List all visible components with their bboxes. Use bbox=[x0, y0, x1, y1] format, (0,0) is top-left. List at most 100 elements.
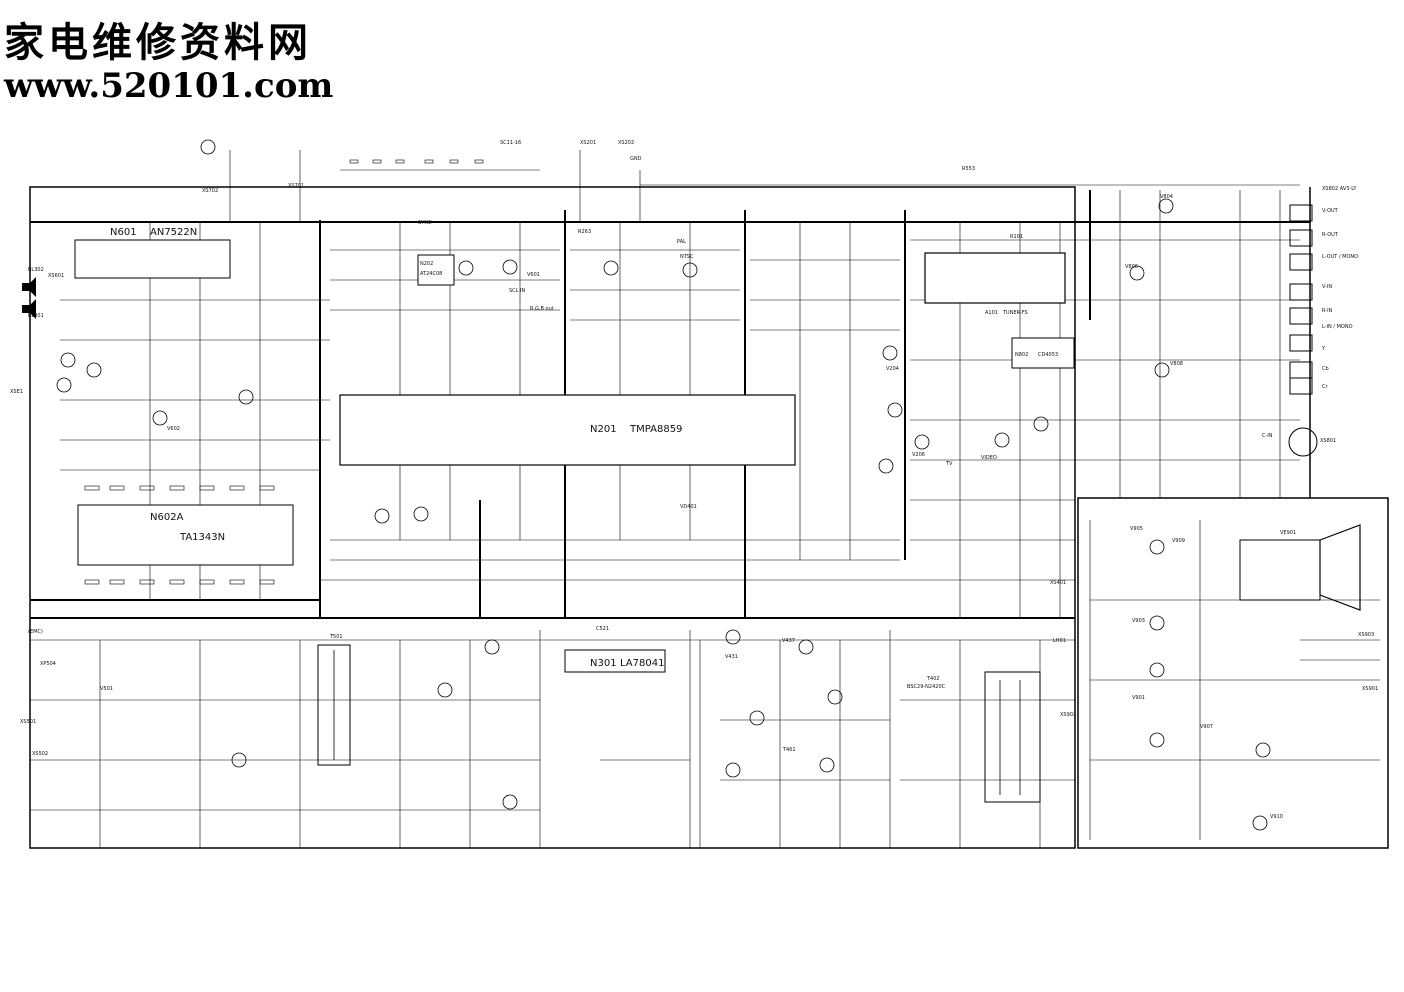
xs903-label: XS903 bbox=[1358, 632, 1374, 638]
xs201-label: XS201 bbox=[580, 140, 596, 146]
r263-label: R263 bbox=[578, 229, 591, 235]
scl-in-label: SCL IN bbox=[509, 288, 526, 294]
sync-label: SYNC bbox=[418, 220, 432, 226]
v909-label: V909 bbox=[1172, 538, 1185, 544]
ic-a101-part: TUNER-FS bbox=[1002, 310, 1028, 316]
component-labels: T461 T402 BSC29-N2420C T501 LH01 R101 SY… bbox=[10, 140, 1283, 820]
v501-label: V501 bbox=[100, 686, 113, 692]
v602-label: V602 bbox=[167, 426, 180, 432]
flyback-transformer bbox=[984, 671, 1041, 803]
c521-label: C521 bbox=[596, 626, 609, 632]
ic-n802-label: N802 bbox=[1015, 352, 1028, 358]
bsc29-label: BSC29-N2420C bbox=[907, 684, 946, 690]
ic-n201-label: N201 bbox=[590, 424, 617, 435]
ic-n601: N601 AN7522N bbox=[74, 227, 231, 279]
speaker-icon bbox=[22, 277, 36, 319]
cb-label: Cb bbox=[1322, 366, 1329, 372]
emc-label: (EMC) bbox=[28, 629, 43, 635]
t501-label: T501 bbox=[329, 634, 343, 640]
sc11-label: SC11-16 bbox=[500, 140, 521, 146]
t461-label: T461 bbox=[782, 747, 796, 753]
ic-n202: N202 AT24C08 bbox=[417, 254, 455, 286]
v808-label: V808 bbox=[1170, 361, 1183, 367]
av-jacks bbox=[1288, 204, 1318, 457]
site-url: www.520101.com bbox=[4, 66, 334, 106]
xs401-label: XS401 bbox=[1050, 580, 1066, 586]
rgb-out-label: R,G,B out bbox=[530, 306, 554, 312]
v901-label: V901 bbox=[1132, 695, 1145, 701]
video-label: VIDEO bbox=[981, 455, 997, 461]
l-in-label: L-IN / MONO bbox=[1322, 324, 1353, 330]
y-label: Y bbox=[1321, 346, 1326, 352]
transistors bbox=[56, 139, 1271, 831]
xs702-label: XS702 bbox=[202, 188, 218, 194]
ic-n602: N602A TA1343N bbox=[77, 504, 294, 566]
xs601-label: XS601 bbox=[48, 273, 64, 279]
xs802-label: XS802 AV3-LY bbox=[1322, 186, 1357, 192]
v204-label: V204 bbox=[886, 366, 899, 372]
site-name: 家电维修资料网 bbox=[4, 19, 312, 66]
ntsc-label: NTSC bbox=[680, 254, 694, 260]
v601-label: V601 bbox=[527, 272, 540, 278]
ic-n601-part: AN7522N bbox=[150, 227, 197, 238]
ic-n201-part: TMPA8859 bbox=[629, 424, 682, 435]
ic-n802: N802 CD4053 bbox=[1011, 337, 1075, 369]
ic-n202-part: AT24C08 bbox=[420, 271, 442, 277]
v-in-label: V-IN bbox=[1322, 284, 1332, 290]
lh01-label: LH01 bbox=[1053, 638, 1066, 644]
ic-n601-label: N601 bbox=[110, 227, 137, 238]
c-in-label: C-IN bbox=[1262, 433, 1273, 439]
bl302-label: BL302 bbox=[28, 267, 44, 273]
v907-label: V907 bbox=[1200, 724, 1213, 730]
site-header: 家电维修资料网 www.520101.com bbox=[0, 0, 340, 120]
cr-label: Cr bbox=[1322, 384, 1328, 390]
ic-a101-label: A101 bbox=[985, 310, 998, 316]
v206-label: V206 bbox=[912, 452, 925, 458]
xs202-label: XS202 bbox=[618, 140, 634, 146]
r553-label: R553 bbox=[962, 166, 975, 172]
v905-label: V905 bbox=[1130, 526, 1143, 532]
bl301-label: BL301 bbox=[28, 313, 44, 319]
xse1-label: XSE1 bbox=[10, 389, 23, 395]
v910-label: V910 bbox=[1270, 814, 1283, 820]
v804-label: V804 bbox=[1160, 194, 1173, 200]
schematic-frame bbox=[29, 186, 1389, 849]
ic-a101-tuner: A101 TUNER-FS bbox=[924, 252, 1066, 316]
switching-transformer bbox=[317, 644, 351, 766]
ic-n202-label: N202 bbox=[420, 261, 433, 267]
thin-wires bbox=[30, 150, 1380, 848]
bus-lines bbox=[30, 190, 1310, 619]
ic-n602-part: TA1343N bbox=[179, 532, 225, 543]
xs801-label: XS801 bbox=[1320, 438, 1336, 444]
tv-label: TV bbox=[945, 461, 953, 467]
crt-picture-tube bbox=[1239, 524, 1361, 611]
ic-n301-part: LA78041 bbox=[620, 658, 664, 669]
connector-labels: XS802 AV3-LY V-OUT R-OUT L-OUT / MONO V-… bbox=[20, 186, 1378, 757]
xs502-label: XS502 bbox=[32, 751, 48, 757]
pal-label: PAL bbox=[677, 239, 686, 245]
xs901-label: XS901 bbox=[1362, 686, 1378, 692]
vd401-label: VD401 bbox=[680, 504, 697, 510]
v431-label: V431 bbox=[725, 654, 738, 660]
ic-n301-label: N301 bbox=[590, 658, 617, 669]
r-out-label: R-OUT bbox=[1322, 232, 1339, 238]
v903-label: V903 bbox=[1132, 618, 1145, 624]
resistor-array bbox=[84, 159, 484, 585]
ve901-label: VE901 bbox=[1280, 530, 1296, 536]
v806-label: V806 bbox=[1125, 264, 1138, 270]
r101-label: R101 bbox=[1010, 234, 1023, 240]
ic-n802-part: CD4053 bbox=[1038, 352, 1058, 358]
v437-label: V437 bbox=[782, 638, 795, 644]
r-in-label: R-IN bbox=[1322, 308, 1333, 314]
xp504-label: XP504 bbox=[40, 661, 56, 667]
ic-n602-label: N602A bbox=[150, 512, 184, 523]
v-out-label: V-OUT bbox=[1322, 208, 1339, 214]
xs701-label: XS701 bbox=[288, 183, 304, 189]
ic-n301: N301 LA78041 bbox=[564, 649, 666, 673]
l-out-label: L-OUT / MONO bbox=[1322, 254, 1358, 260]
gnd-label: GND bbox=[630, 156, 642, 162]
ic-n201: N201 TMPA8859 bbox=[339, 394, 796, 466]
t402-label: T402 bbox=[926, 676, 940, 682]
xs501-label: XS501 bbox=[20, 719, 36, 725]
